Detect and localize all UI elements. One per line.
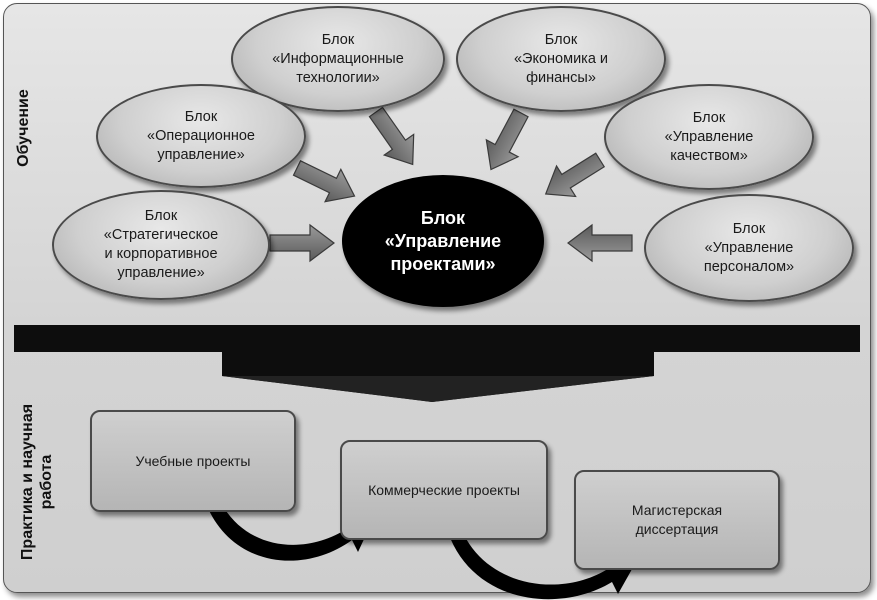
block-personnel: Блок «Управление персоналом» [644, 194, 854, 302]
block-economics-line1: Блок [544, 31, 578, 48]
box-master-line2: диссертация [635, 521, 719, 537]
block-it-line3: технологии» [296, 69, 380, 86]
block-project-management: Блок «Управление проектами» [342, 175, 544, 307]
block-operations-line1: Блок [184, 108, 218, 125]
box-educational-projects: Учебные проекты [90, 410, 296, 512]
block-strategic-line1: Блок [144, 208, 178, 224]
block-it: Блок «Информационные технологии» [231, 6, 445, 112]
box-master-thesis: Магистерская диссертация [574, 470, 780, 570]
block-operations-line2: «Операционное [147, 127, 255, 144]
practice-label-line2: работа [38, 454, 55, 510]
block-quality: Блок «Управление качеством» [604, 84, 814, 190]
block-quality-line3: качеством» [670, 147, 748, 164]
arrow-strategic-to-center [269, 223, 335, 263]
block-quality-line1: Блок [692, 109, 726, 126]
block-economics-line2: «Экономика и [513, 50, 609, 67]
block-strategic-line4: управление» [117, 265, 205, 281]
arrow-it-to-center [368, 106, 415, 166]
block-strategic-line2: «Стратегическое [103, 227, 219, 243]
curve-arrow-educational-to-commercial [200, 478, 372, 561]
training-label-text: Обучение [15, 89, 32, 167]
block-operations: Блок «Операционное управление» [96, 84, 306, 188]
practice-label-line1: Практика и научная [19, 403, 36, 561]
curve-arrow-commercial-to-master [444, 512, 636, 600]
block-personnel-line2: «Управление [704, 239, 794, 256]
block-it-line1: Блок [321, 31, 355, 48]
block-strategic: Блок «Стратегическое и корпоративное упр… [52, 190, 270, 300]
box-master-line1: Магистерская [631, 502, 723, 518]
block-personnel-line3: персоналом» [703, 258, 795, 275]
box-commercial-projects: Коммерческие проекты [340, 440, 548, 540]
training-side-label: Обучение [14, 68, 34, 188]
block-quality-line2: «Управление [664, 128, 754, 145]
arrow-quality-to-center [544, 152, 606, 198]
block-operations-line3: управление» [157, 146, 245, 163]
block-it-line2: «Информационные [272, 50, 404, 67]
arrow-personnel-to-center [567, 223, 633, 263]
center-block-line3: проектами» [390, 253, 496, 274]
center-block-line1: Блок [420, 207, 466, 228]
arrow-operations-to-center [292, 160, 356, 203]
block-economics-line3: финансы» [526, 69, 596, 86]
block-strategic-line3: и корпоративное [104, 246, 218, 262]
transition-arrow [14, 325, 860, 402]
center-block-line2: «Управление [384, 230, 502, 251]
transition-arrow-shade [222, 376, 654, 402]
block-personnel-line1: Блок [732, 220, 766, 237]
block-economics: Блок «Экономика и финансы» [456, 6, 666, 112]
practice-side-label: Практика и научная работа [18, 392, 58, 572]
box-commercial-text: Коммерческие проекты [368, 481, 520, 498]
arrow-economics-to-center [485, 108, 529, 171]
box-educational-text: Учебные проекты [135, 452, 251, 469]
